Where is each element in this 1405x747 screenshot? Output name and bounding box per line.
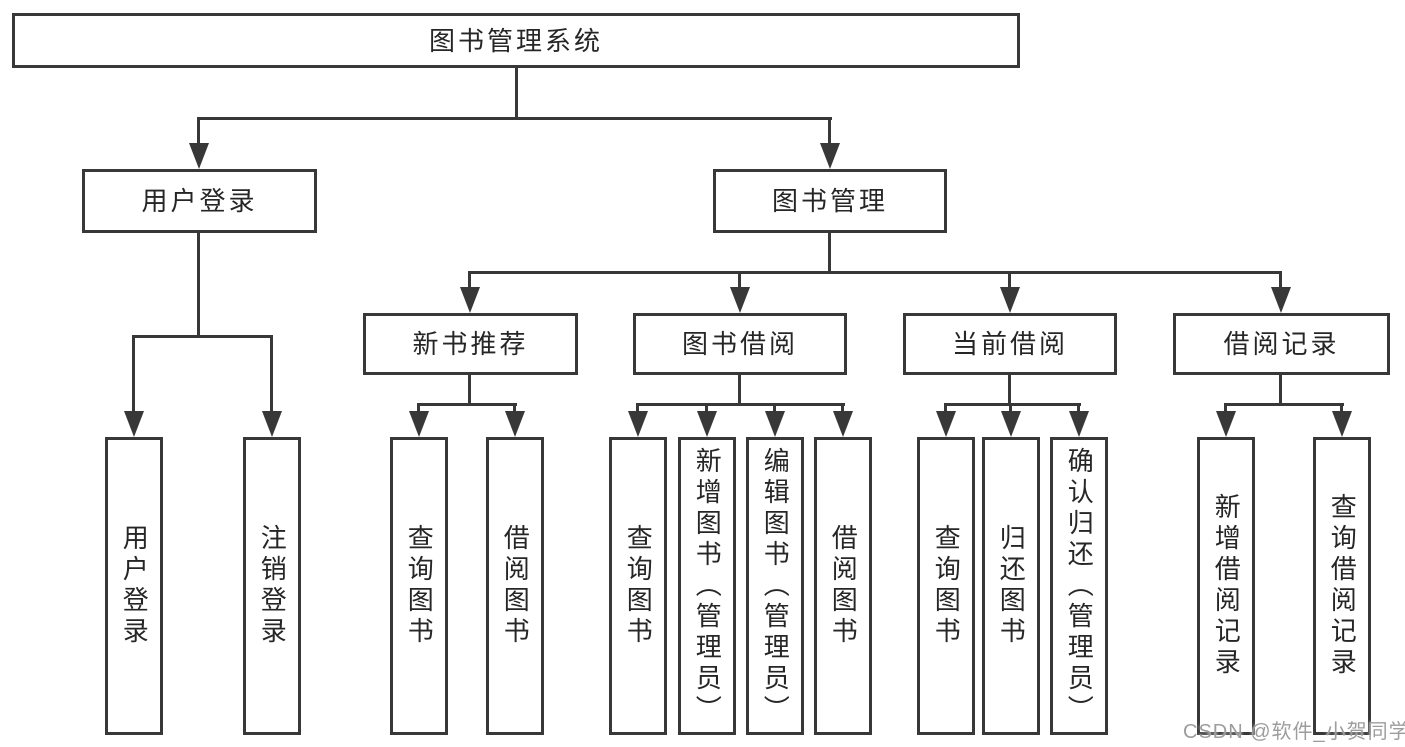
- arrow-down-icon: [1216, 411, 1236, 437]
- arrow-down-icon: [1332, 411, 1352, 437]
- connector-records-down: [1279, 373, 1282, 405]
- node-leaf-logout-label: 注销登录: [257, 524, 288, 648]
- node-user-login: 用户登录: [82, 169, 317, 233]
- node-root-label: 图书管理系统: [428, 25, 603, 56]
- connector-to-login-child: [132, 335, 135, 413]
- node-leaf-edit-books-admin-label: 编辑图书（管理员）: [760, 446, 791, 726]
- arrow-down-icon: [1069, 411, 1089, 437]
- arrow-down-icon: [189, 143, 209, 169]
- node-leaf-query-borrow-record: 查询借阅记录: [1313, 437, 1371, 735]
- connector-drop: [705, 403, 708, 413]
- node-leaf-query-books-1: 查询图书: [390, 437, 448, 735]
- node-leaf-borrow-books-2-label: 借阅图书: [828, 524, 859, 648]
- node-book-borrowing-label: 图书借阅: [681, 329, 798, 359]
- connector-drop: [636, 403, 639, 413]
- arrow-down-icon: [765, 411, 785, 437]
- connector-current-rail: [944, 403, 1081, 406]
- arrow-down-icon: [1000, 287, 1020, 313]
- node-book-borrowing: 图书借阅: [633, 313, 847, 375]
- connector-to-records: [1279, 271, 1282, 290]
- node-leaf-return-books-label: 归还图书: [996, 524, 1027, 648]
- arrow-down-icon: [820, 143, 840, 169]
- arrow-down-icon: [409, 411, 429, 437]
- watermark: CSDN @软件_小贺同学: [1183, 721, 1405, 743]
- node-leaf-add-books-admin-label: 新增图书（管理员）: [692, 446, 723, 726]
- node-new-book-recommend: 新书推荐: [363, 313, 578, 375]
- node-leaf-return-books: 归还图书: [982, 437, 1040, 735]
- connector-drop: [1340, 403, 1343, 413]
- connector-drop: [841, 403, 844, 413]
- node-user-login-label: 用户登录: [141, 186, 258, 216]
- node-leaf-add-books-admin: 新增图书（管理员）: [678, 437, 736, 735]
- node-leaf-add-borrow-record: 新增借阅记录: [1197, 437, 1255, 735]
- arrow-down-icon: [460, 287, 480, 313]
- connector-to-recommend: [468, 271, 471, 290]
- arrow-down-icon: [1001, 411, 1021, 437]
- node-book-management-label: 图书管理: [771, 186, 888, 216]
- node-leaf-borrow-books-1: 借阅图书: [486, 437, 544, 735]
- connector-current-down: [1008, 373, 1011, 405]
- connector-borrowing-rail: [636, 403, 845, 406]
- connector-drop: [1009, 403, 1012, 413]
- arrow-down-icon: [1271, 287, 1291, 313]
- node-current-borrowing-label: 当前借阅: [951, 329, 1068, 359]
- connector-level2-rail: [198, 117, 832, 120]
- node-leaf-query-books-3: 查询图书: [917, 437, 975, 735]
- connector-drop: [417, 403, 420, 413]
- node-book-management: 图书管理: [713, 169, 947, 233]
- node-leaf-confirm-return-admin-label: 确认归还（管理员）: [1064, 446, 1095, 726]
- connector-level3-rail: [468, 271, 1282, 274]
- connector-drop: [773, 403, 776, 413]
- connector-to-management: [828, 117, 831, 146]
- node-leaf-query-books-2-label: 查询图书: [623, 524, 654, 648]
- connector-drop: [1077, 403, 1080, 413]
- arrow-down-icon: [697, 411, 717, 437]
- arrow-down-icon: [262, 411, 282, 437]
- connector-borrowing-down: [738, 373, 741, 405]
- connector-to-current: [1008, 271, 1011, 290]
- arrow-down-icon: [628, 411, 648, 437]
- node-leaf-edit-books-admin: 编辑图书（管理员）: [746, 437, 804, 735]
- node-leaf-query-books-3-label: 查询图书: [931, 524, 962, 648]
- node-leaf-user-login: 用户登录: [105, 437, 163, 735]
- node-leaf-query-books-2: 查询图书: [609, 437, 667, 735]
- node-leaf-add-borrow-record-label: 新增借阅记录: [1211, 493, 1242, 679]
- node-borrowing-records: 借阅记录: [1173, 313, 1390, 375]
- connector-drop: [1224, 403, 1227, 413]
- arrow-down-icon: [124, 411, 144, 437]
- connector-records-rail: [1224, 403, 1344, 406]
- connector-login-down: [197, 231, 200, 337]
- arrow-down-icon: [936, 411, 956, 437]
- connector-to-login: [197, 117, 200, 146]
- node-leaf-confirm-return-admin: 确认归还（管理员）: [1050, 437, 1108, 735]
- node-leaf-query-borrow-record-label: 查询借阅记录: [1327, 493, 1358, 679]
- node-leaf-borrow-books-1-label: 借阅图书: [500, 524, 531, 648]
- node-new-book-recommend-label: 新书推荐: [412, 329, 529, 359]
- connector-root-down: [515, 66, 518, 119]
- arrow-down-icon: [833, 411, 853, 437]
- node-borrowing-records-label: 借阅记录: [1223, 329, 1340, 359]
- connector-login-rail: [132, 335, 273, 338]
- connector-to-logout-child: [270, 335, 273, 413]
- node-root: 图书管理系统: [12, 13, 1020, 68]
- connector-drop: [513, 403, 516, 413]
- arrow-down-icon: [730, 287, 750, 313]
- connector-drop: [944, 403, 947, 413]
- node-current-borrowing: 当前借阅: [903, 313, 1117, 375]
- connector-recommend-down: [468, 373, 471, 405]
- connector-management-down: [828, 231, 831, 274]
- connector-to-borrowing: [738, 271, 741, 290]
- node-leaf-query-books-1-label: 查询图书: [404, 524, 435, 648]
- node-leaf-borrow-books-2: 借阅图书: [814, 437, 872, 735]
- connector-recommend-rail: [417, 403, 517, 406]
- node-leaf-logout: 注销登录: [243, 437, 301, 735]
- node-leaf-user-login-label: 用户登录: [119, 524, 150, 648]
- arrow-down-icon: [505, 411, 525, 437]
